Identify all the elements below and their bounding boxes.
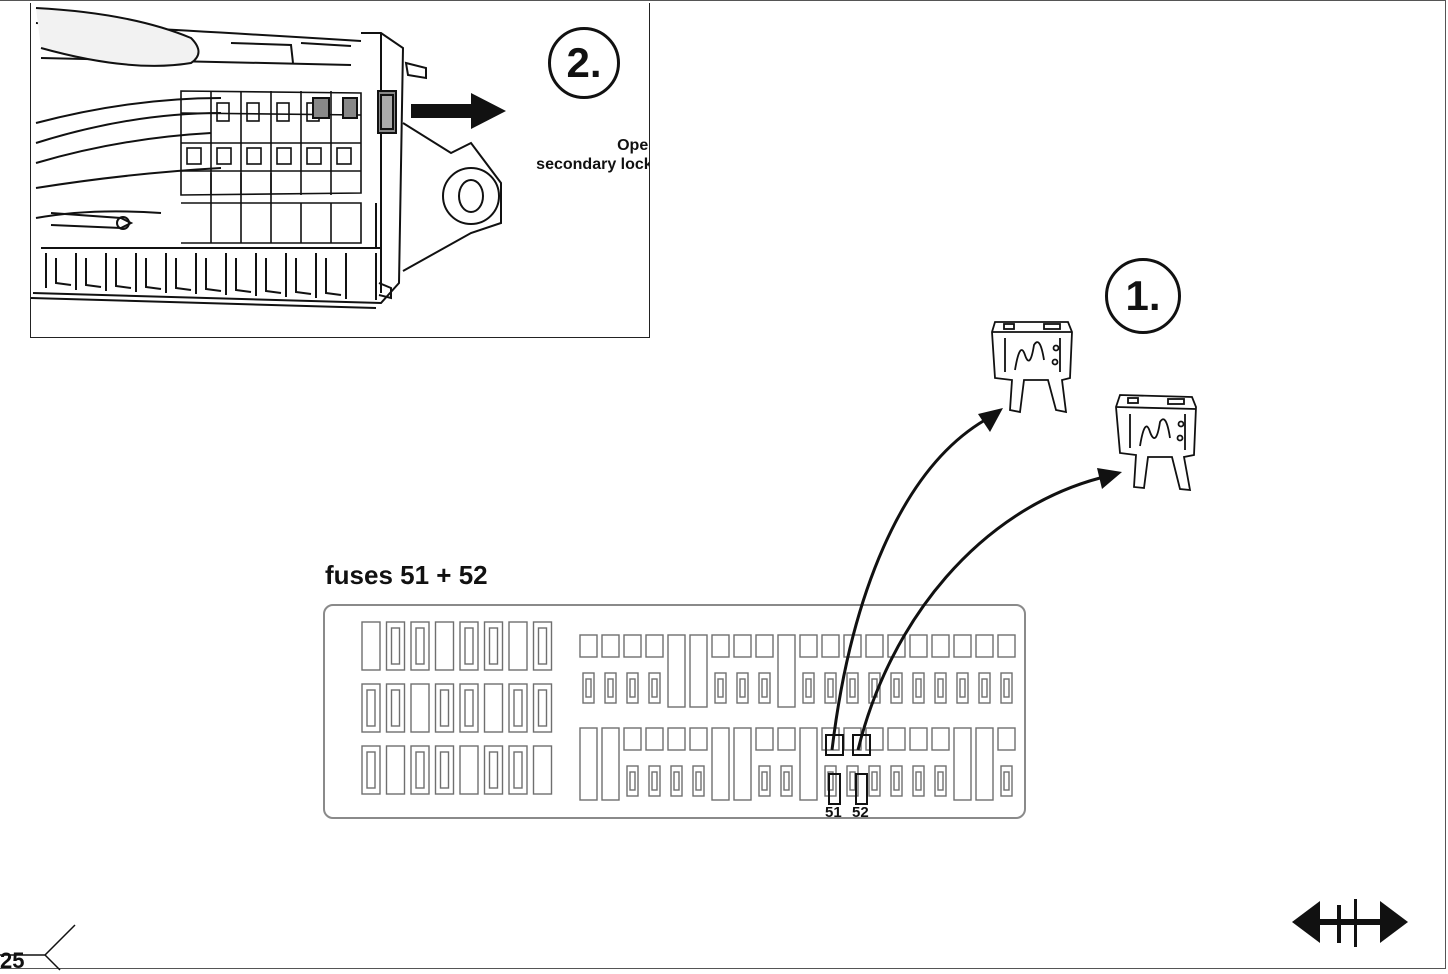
page-number: 25: [0, 948, 25, 973]
inset-panel: 2. Open secondary lock!: [30, 3, 650, 338]
left-right-arrow-icon[interactable]: [1290, 893, 1410, 953]
secondary-lock-note: Open secondary lock!: [501, 136, 650, 174]
step-1-label: 1.: [1125, 272, 1161, 319]
step-2-badge: 2.: [548, 27, 620, 99]
fuse-52-label: 52: [852, 804, 869, 821]
step-2-label: 2.: [566, 39, 602, 86]
note-line-2: secondary lock!: [536, 156, 650, 173]
page-tab-corner: [0, 924, 76, 971]
fuses-title: fuses 51 + 52: [325, 560, 488, 590]
fuse-box: [323, 604, 1026, 819]
note-line-1: Open: [617, 137, 649, 154]
fuse-51-label: 51: [825, 804, 842, 821]
step-1-badge: 1.: [1105, 258, 1181, 334]
right-arrow-icon: [411, 93, 506, 129]
fuse-carrier-illustration: [31, 7, 506, 309]
